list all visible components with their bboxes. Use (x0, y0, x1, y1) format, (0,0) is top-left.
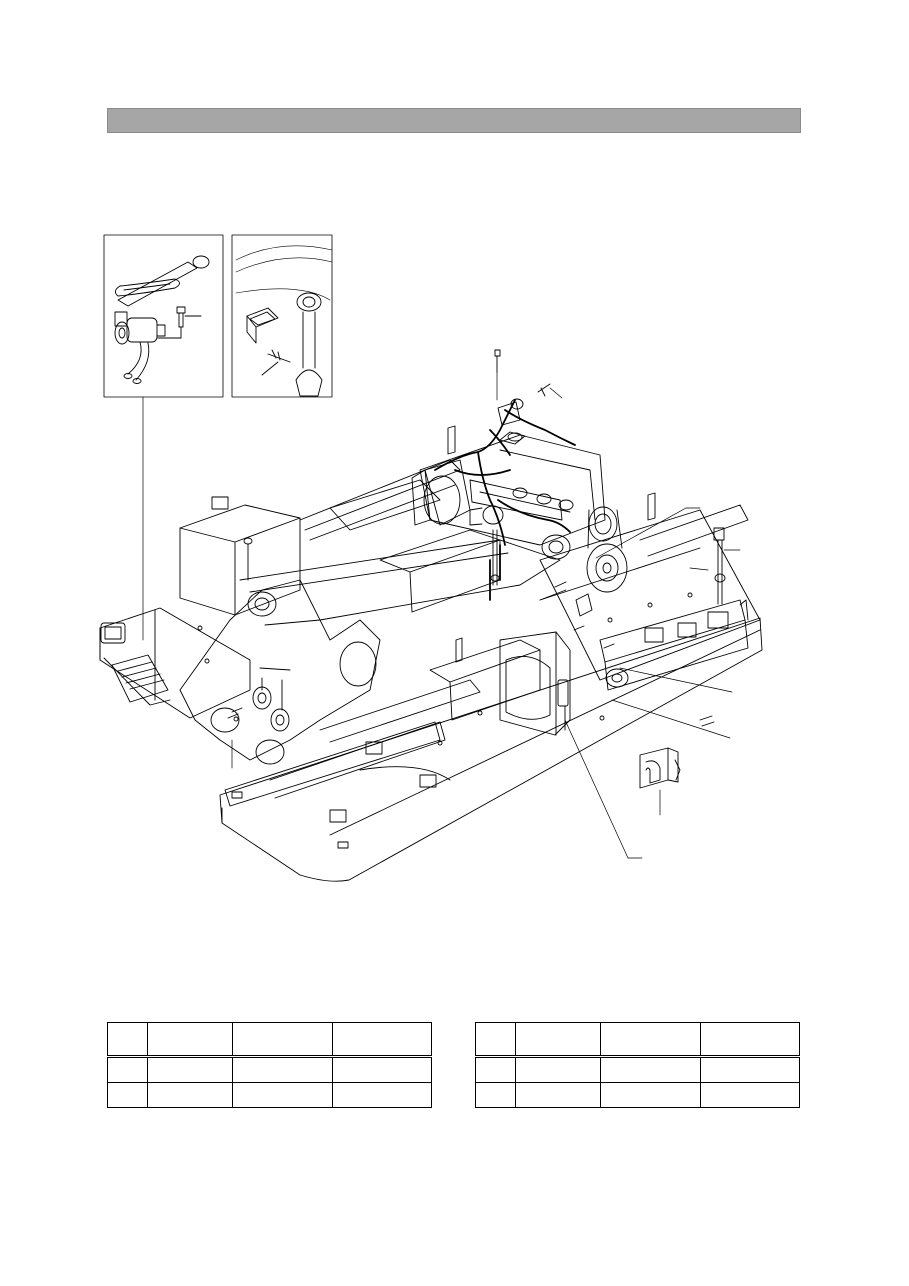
table-cell (700, 1082, 800, 1108)
table-cell (107, 1082, 148, 1108)
table-row (107, 1056, 432, 1083)
table-header-row (475, 1022, 800, 1058)
table-header-row (107, 1022, 432, 1058)
table-cell (600, 1082, 702, 1108)
header-cell (700, 1022, 800, 1058)
table-cell (475, 1056, 516, 1083)
parts-table-left (107, 1022, 432, 1108)
table-row (475, 1056, 800, 1083)
leader-lines (539, 507, 741, 859)
inset-detail-box-2 (231, 234, 333, 398)
table-cell (514, 1056, 602, 1083)
header-cell (475, 1022, 516, 1058)
section-header-bar (107, 108, 801, 133)
table-cell (107, 1056, 148, 1083)
table-cell (514, 1082, 602, 1108)
table-cell (700, 1056, 800, 1083)
table-cell (232, 1082, 334, 1108)
table-cell (232, 1056, 334, 1083)
chassis-frame (99, 425, 763, 882)
engine-assembly (411, 431, 628, 593)
wire-harness (434, 399, 576, 601)
radiator (499, 631, 571, 736)
battery-panel (554, 527, 749, 727)
table-cell (475, 1082, 516, 1108)
table-cell (332, 1082, 432, 1108)
header-cell (232, 1022, 334, 1058)
table-row (107, 1082, 432, 1108)
header-cell (146, 1022, 234, 1058)
table-cell (146, 1082, 234, 1108)
parts-table-right (475, 1022, 800, 1108)
header-cell (107, 1022, 148, 1058)
horns (227, 667, 291, 769)
header-cell (600, 1022, 702, 1058)
table-cell (332, 1056, 432, 1083)
table-row (475, 1082, 800, 1108)
header-cell (514, 1022, 602, 1058)
header-cell (332, 1022, 432, 1058)
inset-detail-box-1 (103, 234, 224, 641)
table-cell (146, 1056, 234, 1083)
table-cell (600, 1056, 702, 1083)
sender-bracket (490, 349, 563, 586)
bracket-detail (639, 747, 681, 816)
